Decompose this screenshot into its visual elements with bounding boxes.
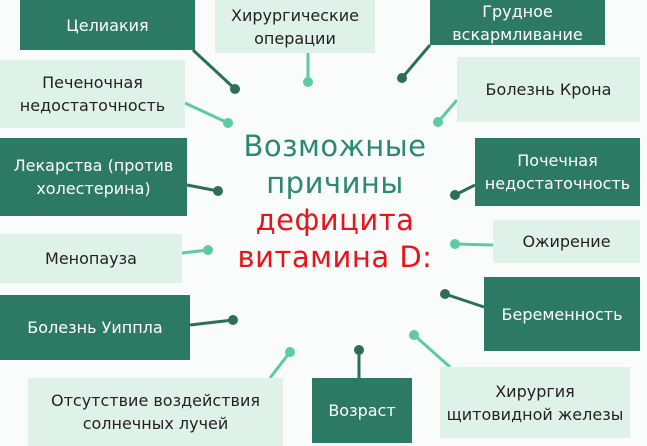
cause-age: Возраст [312,378,412,443]
cause-pregnancy: Беременность [484,277,640,351]
cause-menopause: Менопауза [0,234,182,283]
cause-kidney-failure: Почечная недостаточность [475,138,640,206]
title-line-3: дефицита [255,203,415,237]
cause-obesity: Ожирение [493,220,640,263]
cause-medication: Лекарства (против холестерина) [0,138,187,216]
cause-crohn: Болезнь Крона [457,57,640,122]
cause-whipple: Болезнь Уиппла [0,295,190,360]
cause-liver-failure: Печеночная недостаточность [0,60,185,128]
cause-breastfeeding: Грудное вскармливание [430,0,605,45]
title-line-2: причины [266,166,404,200]
diagram-title: Возможные причины дефицита витамина D: [200,128,470,276]
cause-no-sunlight: Отсутствие воздействия солнечных лучей [28,378,283,446]
cause-thyroid-surgery: Хирургия щитовидной железы [440,367,630,438]
cause-surgery: Хирургические операции [215,0,375,53]
title-line-1: Возможные [243,129,427,163]
title-line-4: витамина D: [237,240,433,274]
cause-celiac: Целиакия [20,0,195,50]
